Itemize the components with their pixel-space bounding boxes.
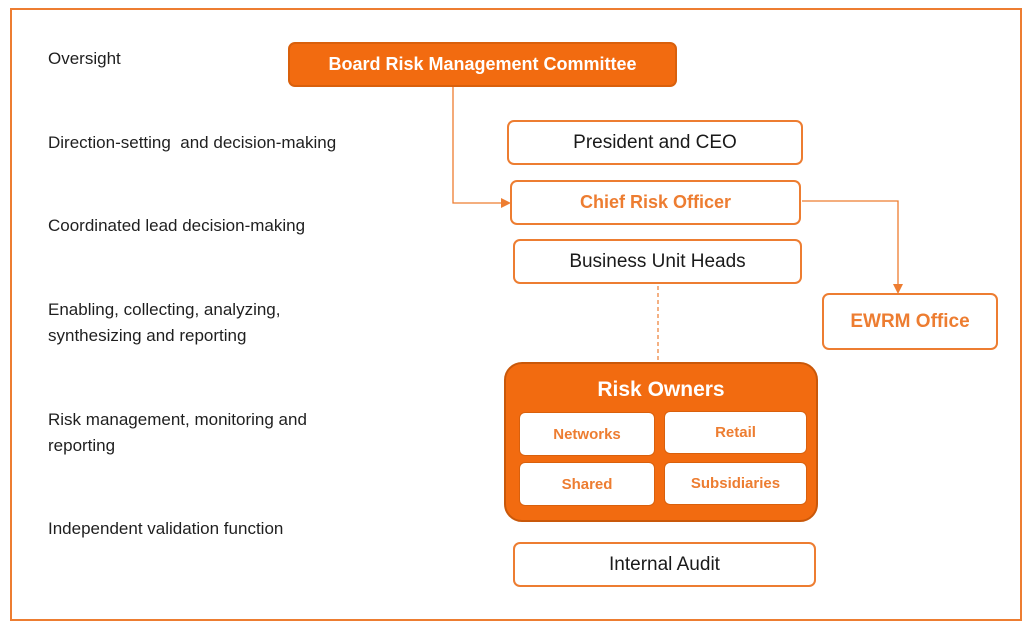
- board-to-cro-arrow: [452, 87, 511, 208]
- chief-risk-officer-box: Chief Risk Officer: [510, 180, 801, 225]
- level-direction-setting: Direction-setting and decision-making: [48, 133, 337, 152]
- level-enabling-line1: Enabling, collecting, analyzing,: [48, 300, 281, 319]
- networks-box: Networks: [519, 412, 655, 456]
- level-coordinated-lead: Coordinated lead decision-making: [48, 216, 306, 235]
- risk-owners-group: Risk Owners Networks Retail Shared Subsi…: [504, 362, 818, 522]
- level-oversight: Oversight: [48, 49, 121, 68]
- level-risk-management-line2: reporting: [48, 436, 116, 455]
- risk-owners-title: Risk Owners: [597, 378, 725, 401]
- retail-box: Retail: [664, 411, 807, 454]
- board-risk-committee-box: Board Risk Management Committee: [288, 42, 677, 87]
- diagram-frame: [10, 8, 1022, 621]
- level-independent-validation: Independent validation function: [48, 519, 284, 538]
- level-enabling-line2: synthesizing and reporting: [48, 326, 247, 345]
- ewrm-office-box: EWRM Office: [822, 293, 998, 350]
- cro-to-ewrm-arrow: [802, 200, 903, 294]
- level-risk-management-line1: Risk management, monitoring and: [48, 410, 307, 429]
- subsidiaries-box: Subsidiaries: [664, 462, 807, 505]
- internal-audit-box: Internal Audit: [513, 542, 816, 587]
- business-unit-heads-box: Business Unit Heads: [513, 239, 802, 284]
- shared-box: Shared: [519, 462, 655, 506]
- president-ceo-box: President and CEO: [507, 120, 803, 165]
